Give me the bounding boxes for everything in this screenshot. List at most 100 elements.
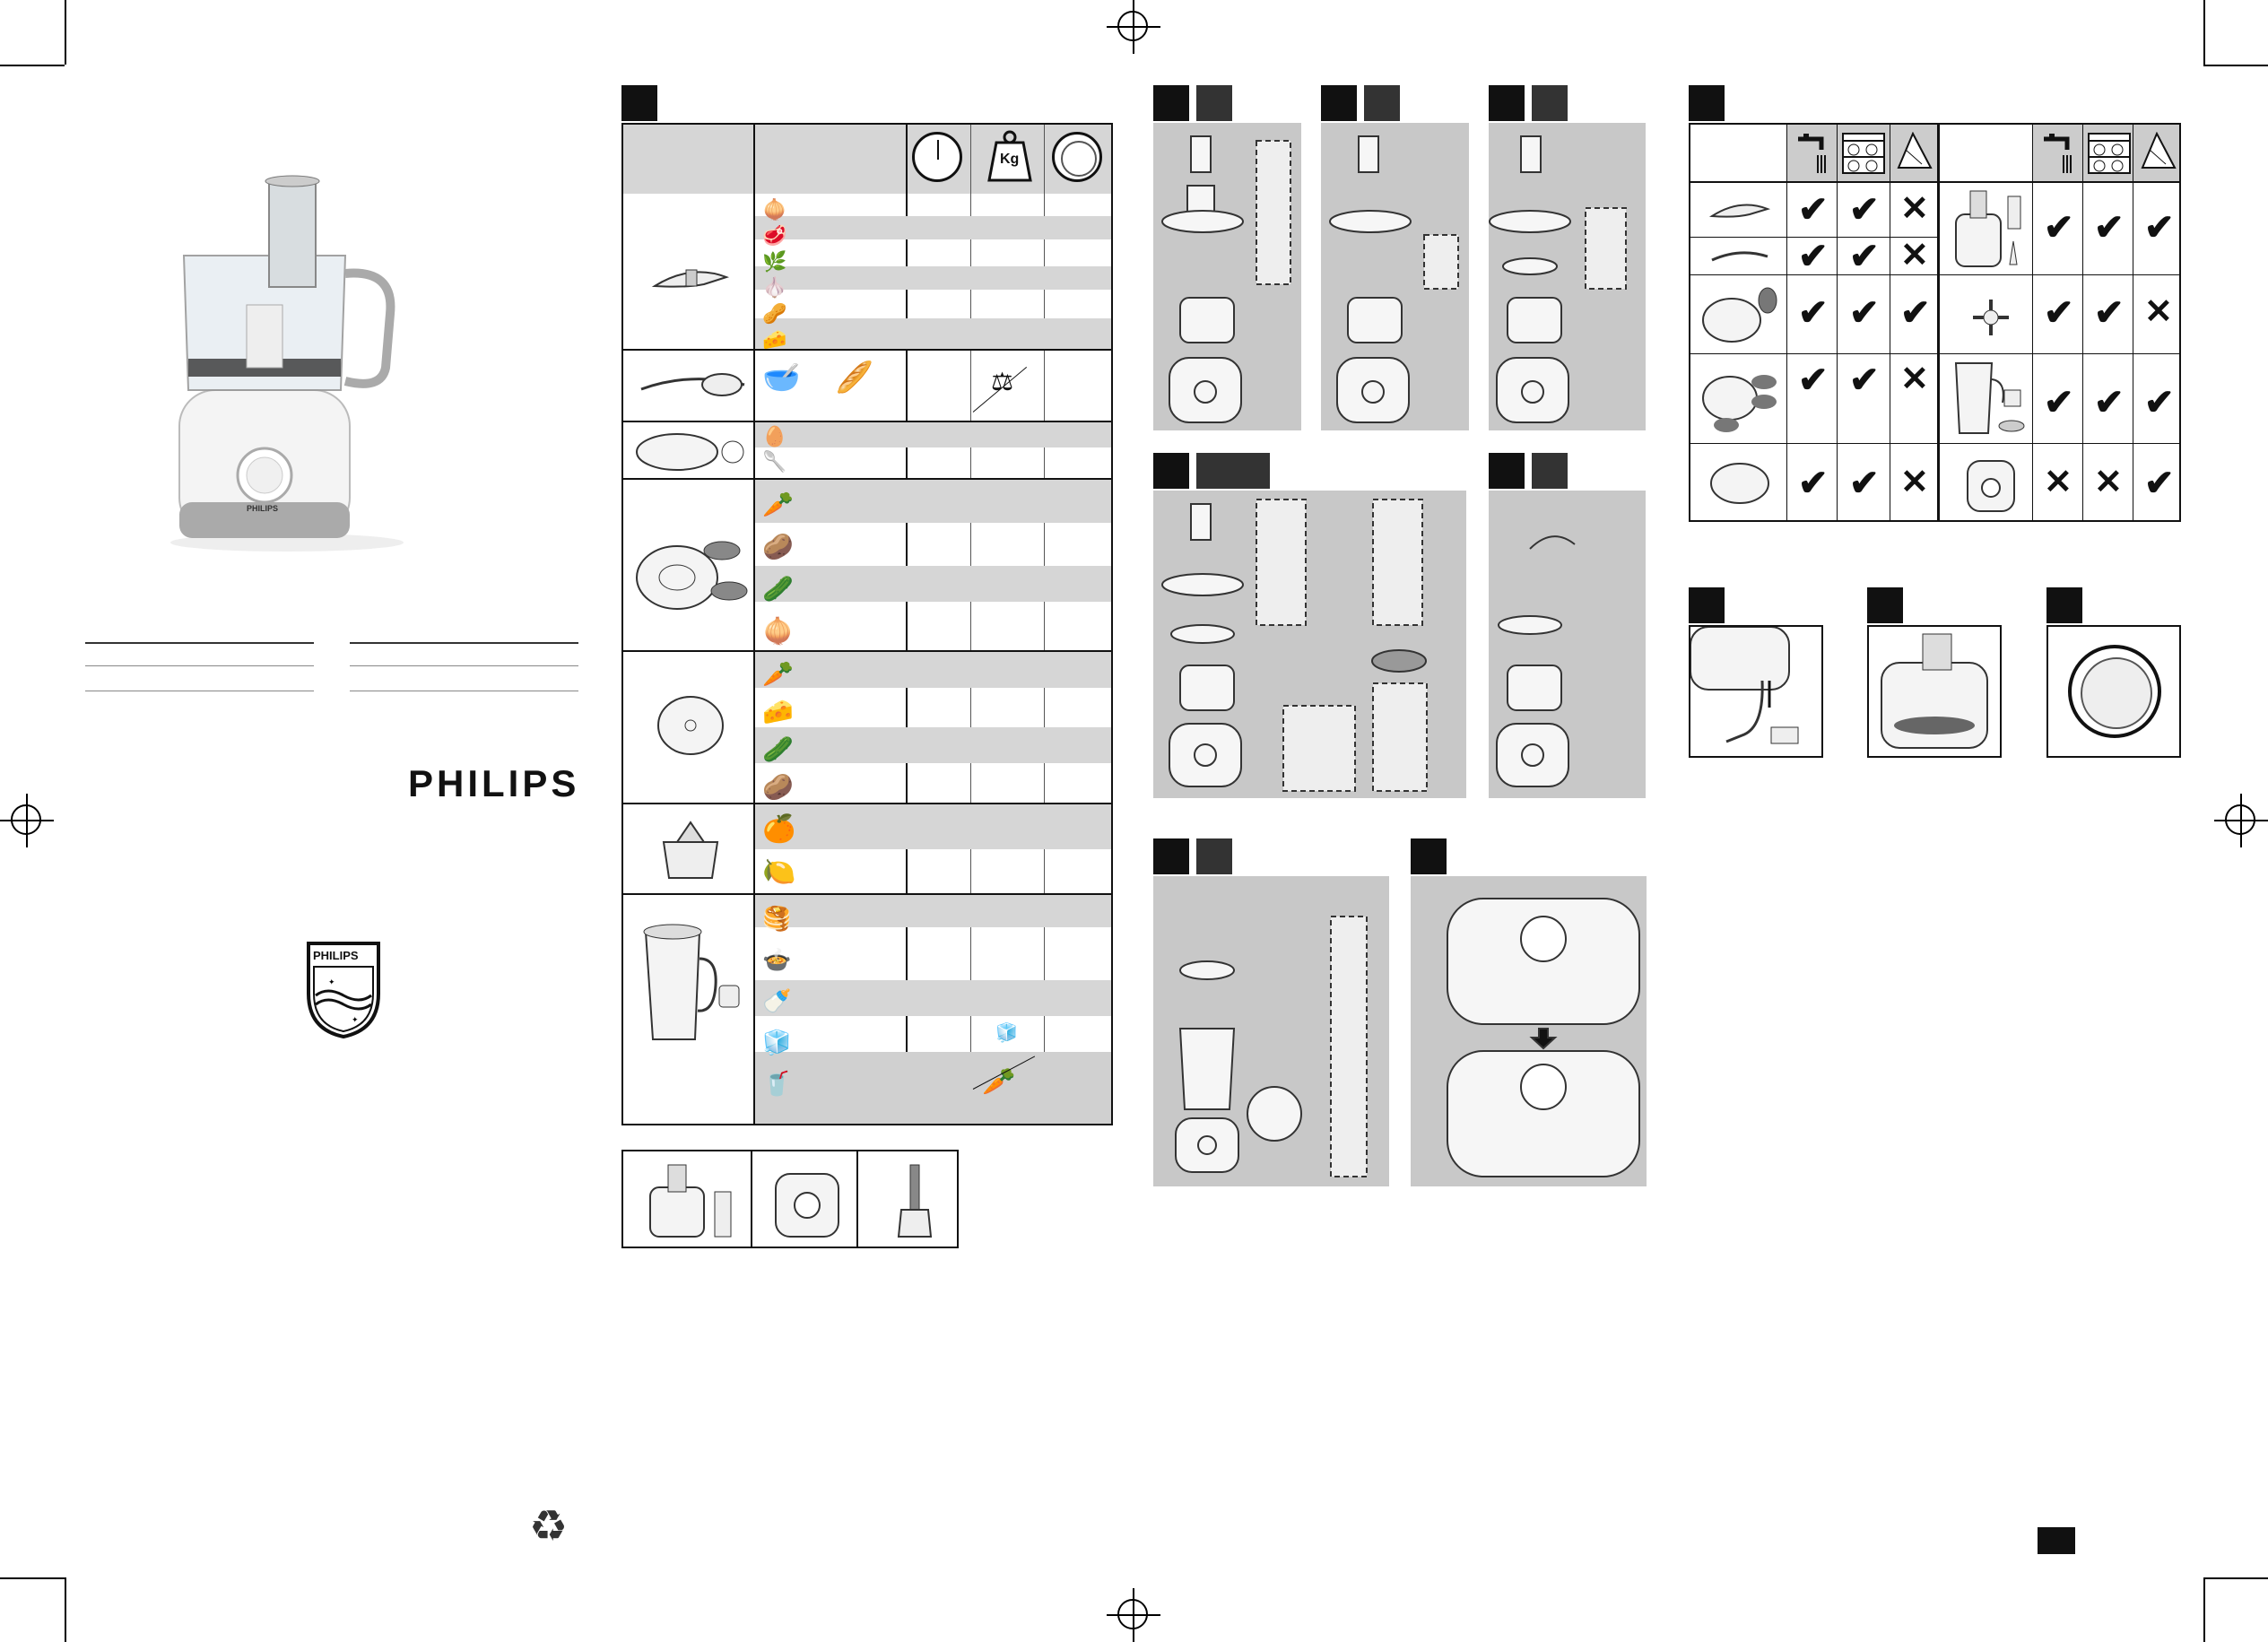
chopping-blade-icon: [1708, 196, 1771, 223]
speed-dial-icon: [1052, 132, 1102, 182]
blender-jar-icon: [1951, 358, 2027, 439]
nuts-icon: 🥜: [762, 302, 787, 325]
registration-mark-top: [1107, 0, 1160, 54]
section-tag-2a: [1153, 85, 1189, 121]
food-icons-group-5: 🥕 🧀 🥒 🥔: [762, 656, 816, 808]
ice-weight-icon: 🧊: [995, 1023, 1018, 1043]
registration-mark-bottom: [1107, 1588, 1160, 1642]
emulsifying-disc-icon: [1699, 284, 1780, 347]
cell-l0-2: ✕: [1900, 190, 1929, 228]
shield-text: PHILIPS: [313, 949, 359, 962]
cell-r2-0: ✔: [2044, 383, 2074, 422]
onion-icon: 🧅: [762, 198, 787, 221]
cell-r0-2: ✔: [2144, 208, 2175, 248]
section-tag-5: [1689, 85, 1725, 121]
assembly-illustrations: [1161, 135, 1640, 1177]
cheese-grate-icon: 🧀: [762, 698, 794, 725]
cell-l1-2: ✕: [1900, 237, 1929, 274]
cell-r0-0: ✔: [2044, 208, 2074, 248]
dough-icons: 🥣 🥖: [762, 360, 897, 413]
lemon-icon: 🍋: [762, 857, 796, 887]
dishwasher-icon: [1841, 132, 1886, 175]
section-tag-6: [1689, 587, 1725, 623]
baby-food-icon: 🍼: [762, 987, 792, 1014]
chopping-blade-icon: [650, 259, 731, 295]
cell-r3-1: ✕: [2094, 464, 2123, 501]
food-processor-icon: [641, 1160, 740, 1241]
cell-r3-0: ✕: [2044, 464, 2072, 501]
food-icons-group-6: 🍊 🍋: [762, 808, 816, 893]
product-photo: PHILIPS: [161, 170, 413, 556]
cucumber-grate-icon: 🥒: [762, 735, 794, 763]
meat-icon: 🥩: [762, 224, 787, 247]
cheese-icon: 🧀: [762, 328, 787, 351]
dishwasher-icon-2: [2087, 132, 2132, 175]
registration-mark-right: [2214, 794, 2268, 847]
philips-shield-logo: ✦ ✦ PHILIPS: [305, 940, 382, 1040]
section-tag-8: [2046, 587, 2082, 623]
usage-table: Kg 🧅 🥩 🌿 🧄 �: [621, 123, 1113, 1125]
registration-mark-left: [0, 794, 54, 847]
rule-1: [85, 642, 314, 644]
cell-r1-2: ✕: [2144, 293, 2173, 331]
cell-l2-1: ✔: [1849, 293, 1880, 333]
step-icon-kneading: [1364, 85, 1400, 121]
cell-l2-0: ✔: [1798, 293, 1829, 333]
kneading-tool-icon: [1708, 244, 1771, 269]
weight-label: Kg: [1000, 152, 1020, 167]
motor-unit-icon: [1964, 452, 2018, 515]
food-icons-group-3: 🥚 🥄: [762, 424, 798, 478]
section-tag-2b: [1321, 85, 1357, 121]
svg-text:✦: ✦: [328, 977, 335, 986]
cell-r0-1: ✔: [2094, 208, 2125, 248]
recycle-icon: ♻: [529, 1503, 569, 1551]
grating-disc-icon: [655, 690, 726, 761]
panel-power-plug: [1689, 625, 1823, 758]
cell-l3-0: ✔: [1798, 361, 1829, 400]
cloth-icon: [1895, 131, 1933, 175]
svg-text:✦: ✦: [352, 1015, 359, 1024]
step-icon-emulsifying: [1532, 85, 1568, 121]
product-label: PHILIPS: [247, 504, 279, 513]
carrot-grate-icon: 🥕: [762, 660, 794, 688]
panel-speed-dial: [2046, 625, 2181, 758]
section-tag-7: [1867, 587, 1903, 623]
brand-wordmark: PHILIPS: [408, 762, 580, 804]
step-icon-slicing-discs: [1196, 453, 1270, 489]
cell-l1-1: ✔: [1849, 237, 1880, 276]
herbs-icon: 🌿: [762, 250, 787, 273]
cell-l3-2: ✕: [1900, 361, 1929, 398]
step-icon-citrus: [1532, 453, 1568, 489]
section-tag-1: [621, 85, 657, 121]
pancake-icon: 🥞: [762, 905, 792, 932]
section-tag-4b: [1411, 838, 1447, 874]
cucumber-icon: 🥒: [762, 575, 794, 603]
slicing-disc-icon: [1699, 362, 1780, 434]
cell-l4-0: ✔: [1798, 464, 1829, 503]
cloth-icon-2: [2139, 131, 2177, 175]
cell-r1-0: ✔: [2044, 293, 2074, 333]
panel-bowl-assembled: [1867, 625, 2002, 758]
food-icons-group-1: 🧅 🥩 🌿 🧄 🥜 🧀: [762, 196, 798, 351]
cell-l4-1: ✔: [1849, 464, 1880, 503]
step-icon-blender: [1196, 838, 1232, 874]
tap-icon-2: [2040, 132, 2076, 175]
cleaning-table: ✔ ✔ ✕ ✔ ✔ ✕ ✔ ✔ ✔ ✔ ✔ ✕ ✔ ✔ ✕ ✔ ✔ ✔ ✔ ✔ …: [1689, 123, 2181, 522]
blender-icon: [637, 914, 749, 1048]
ice-icon: 🧊: [762, 1029, 792, 1056]
cell-l0-0: ✔: [1798, 190, 1829, 230]
cell-l3-1: ✔: [1849, 361, 1880, 400]
onion-slice-icon: 🧅: [762, 617, 794, 645]
cell-l2-2: ✔: [1900, 293, 1931, 333]
cell-l1-0: ✔: [1798, 237, 1829, 276]
orange-icon: 🍊: [762, 814, 796, 844]
cell-l4-2: ✕: [1900, 464, 1929, 501]
carrot-weight-icon: 🥕: [982, 1067, 1016, 1097]
section-tag-2c: [1489, 85, 1525, 121]
step-icon-chopping-blade: [1196, 85, 1232, 121]
page-number-tag: [2038, 1527, 2075, 1554]
section-tag-3a: [1153, 453, 1189, 489]
weight-icon: Kg: [986, 130, 1034, 182]
bread-icon: 🥖: [835, 361, 874, 395]
garlic-icon: 🧄: [762, 276, 787, 299]
